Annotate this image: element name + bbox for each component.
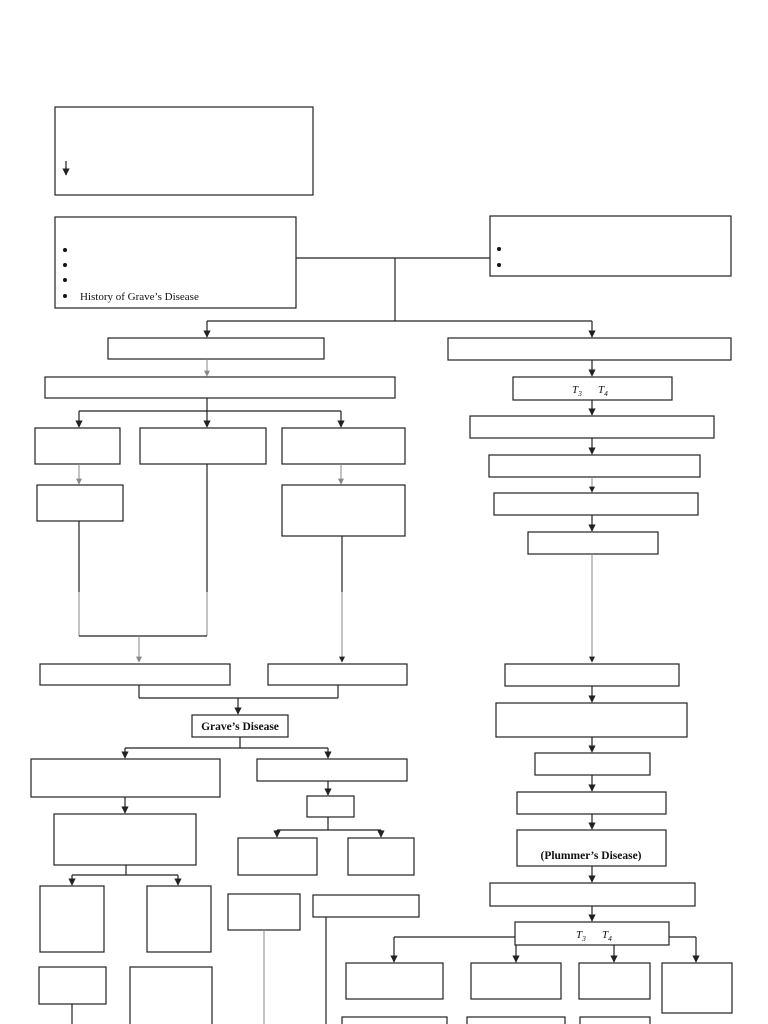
- right-step-box-7: [534, 752, 651, 776]
- left-option-c-box: [281, 427, 406, 465]
- plummers-disease-label: (Plummer’s Disease): [540, 850, 641, 862]
- graves-treatment-b-box: [256, 758, 408, 782]
- right-outcome-2-box: [470, 962, 562, 1000]
- right-t4-label-2: T4: [602, 929, 612, 943]
- right-step-box-3: [493, 492, 699, 516]
- left-result-box: [44, 376, 396, 399]
- plummers-disease-box: [516, 829, 667, 867]
- history-graves-item: History of Grave’s Disease: [80, 291, 199, 303]
- right-test-box: [447, 337, 732, 361]
- right-step-box-1: [469, 415, 715, 439]
- right-step-box-9: [489, 882, 696, 907]
- right-four-split: [390, 936, 700, 963]
- treatment-b-outcome-3-box: [227, 893, 301, 931]
- treatment-b-split: [273, 817, 385, 838]
- treatment-a-outcome-3-box: [38, 966, 107, 1005]
- right-outcome-7-box: [579, 1016, 651, 1024]
- treatment-b-outcome-4-box: [312, 894, 420, 918]
- right-t3-label-2: T3: [576, 929, 586, 943]
- left-option-a-box: [34, 427, 121, 465]
- risk-factors-bullets: [63, 248, 67, 298]
- left-merge-box-2: [267, 663, 408, 686]
- right-outcome-5-box: [341, 1016, 448, 1024]
- right-step-box-4: [527, 531, 659, 555]
- left-merge-box-1: [39, 663, 231, 686]
- treatment-a-detail-box: [53, 813, 197, 866]
- left-option-c-followup-box: [281, 484, 406, 537]
- right-outcome-6-box: [466, 1016, 566, 1024]
- left-merge-lines: [78, 464, 345, 663]
- graves-disease-label: Grave’s Disease: [201, 721, 279, 733]
- treatment-a-outcome-2-box: [146, 885, 212, 953]
- right-step-box-2: [488, 454, 701, 478]
- left-option-a-followup-box: [36, 484, 124, 522]
- right-t3-t4-box: [512, 376, 673, 401]
- graves-connector: [138, 685, 339, 715]
- symptoms-box: [489, 215, 732, 277]
- left-option-b-box: [139, 427, 267, 465]
- graves-treatment-a-box: [30, 758, 221, 798]
- right-step-box-5: [504, 663, 680, 687]
- treatment-a-outcome-4-box: [129, 966, 213, 1024]
- treatment-b-outcome-2-box: [347, 837, 415, 876]
- right-step-box-8: [516, 791, 667, 815]
- right-t3-label: T3: [572, 384, 582, 398]
- right-outcome-3-box: [578, 962, 651, 1000]
- right-step-box-6: [495, 702, 688, 738]
- left-test-box: [107, 337, 325, 360]
- left-three-split: [75, 398, 345, 428]
- treatment-a-outcome-1-box: [39, 885, 105, 953]
- right-outcome-4-box: [661, 962, 733, 1014]
- symptoms-bullets: [497, 247, 501, 267]
- intro-box: [54, 106, 314, 196]
- right-t4-label: T4: [598, 384, 608, 398]
- treatment-b-small-box: [306, 795, 355, 818]
- right-t3-t4-box-2: [514, 921, 670, 946]
- treatment-a-split: [68, 865, 182, 886]
- risk-factors-box: [54, 216, 297, 309]
- top-connector: [203, 257, 596, 338]
- right-outcome-1-box: [345, 962, 444, 1000]
- treatment-b-outcome-1-box: [237, 837, 318, 876]
- graves-split: [121, 737, 332, 759]
